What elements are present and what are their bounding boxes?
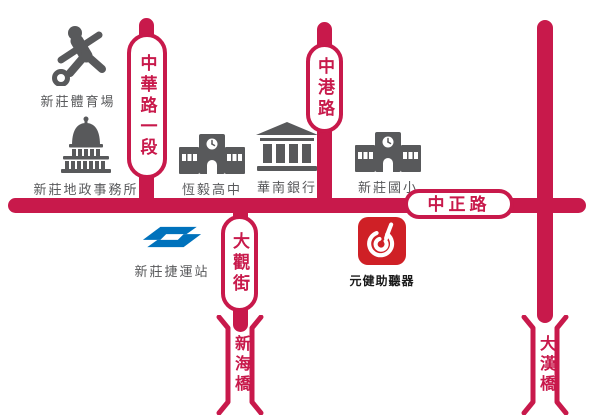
capitol-building-icon: [59, 116, 113, 174]
soccer-player-icon: [49, 24, 107, 87]
landmark-label: 恆毅高中: [181, 182, 242, 197]
road-dahan-bridge-approach: [537, 20, 553, 323]
landmark-label: 新莊國小: [357, 180, 418, 195]
landmark-label: 華南銀行: [256, 180, 317, 195]
bridge-bracket-icon: [521, 315, 569, 415]
landmark-xinzhuang-elementary: 新莊國小: [346, 132, 430, 196]
road-label-zhongzheng: 中正路: [404, 189, 514, 219]
landmark-hearing-aid-store: 元健助聽器: [350, 217, 414, 289]
taipei-metro-icon: [140, 218, 204, 256]
school-building-icon: [179, 134, 245, 174]
road-label-daguan-text: 大觀街: [230, 232, 249, 295]
road-label-zhonghua: 中華路一段: [127, 33, 167, 179]
bridge-bracket-icon: [216, 315, 264, 415]
landmark-xinzhuang-stadium: 新莊體育場: [28, 24, 128, 110]
hearing-aid-logo-icon: [358, 217, 406, 265]
landmark-label: 新莊捷運站: [134, 264, 210, 279]
landmark-label: 元健助聽器: [349, 274, 415, 288]
bridge-xinhai: 新海橋: [214, 315, 266, 415]
bridge-xinhai-label: 新海橋: [232, 335, 249, 395]
road-label-zhonghua-text: 中華路一段: [137, 53, 157, 159]
bank-building-icon: [256, 122, 318, 172]
landmark-land-office: 新莊地政事務所: [24, 116, 148, 198]
landmark-huanan-bank: 華南銀行: [246, 122, 328, 196]
bridge-dahan: 大漢橋: [519, 315, 571, 415]
road-label-zhongzheng-text: 中正路: [427, 194, 491, 214]
landmark-xinzhuang-mrt-station: 新莊捷運站: [126, 218, 218, 280]
school-building-icon: [355, 132, 421, 172]
landmark-label: 新莊體育場: [40, 94, 116, 109]
landmark-label: 新莊地政事務所: [33, 182, 139, 197]
road-label-zhonggang: 中港路: [306, 43, 343, 133]
bridge-dahan-label: 大漢橋: [537, 335, 554, 395]
landmark-hengyi-high-school: 恆毅高中: [170, 134, 254, 198]
road-label-zhonggang-text: 中港路: [315, 56, 334, 120]
road-label-daguan: 大觀街: [221, 215, 258, 312]
